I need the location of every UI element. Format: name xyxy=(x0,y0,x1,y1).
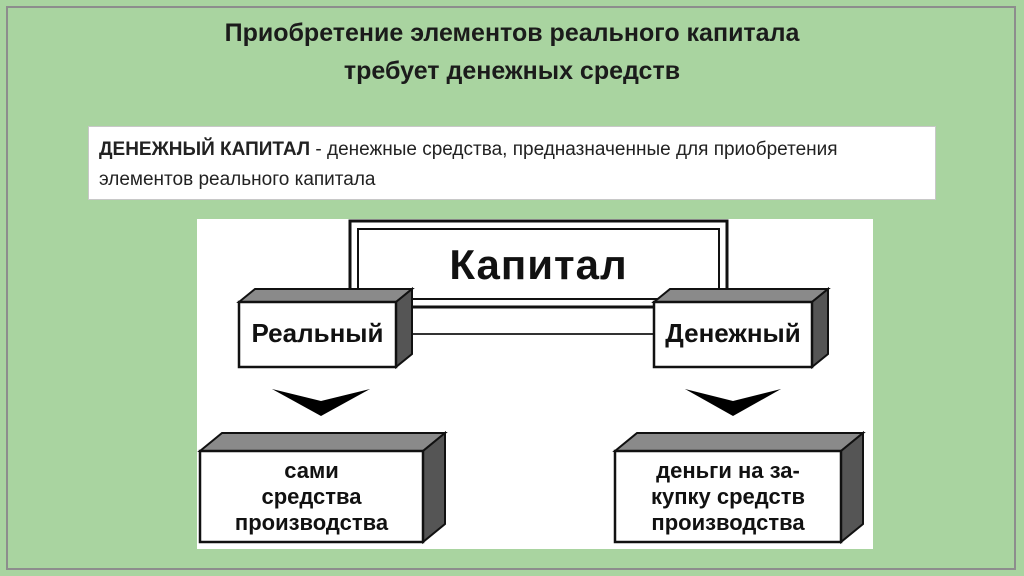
definition-term: ДЕНЕЖНЫЙ КАПИТАЛ xyxy=(99,139,311,160)
money-label: Денежный xyxy=(665,318,801,348)
means-line-2: средства xyxy=(261,484,362,509)
title-line-2: требует денежных средств xyxy=(343,57,681,85)
money-for-purchase-box xyxy=(612,430,866,545)
diagram-shapes xyxy=(197,219,866,545)
means-line-3: производства xyxy=(234,510,389,535)
purchase-line-1: деньги на за- xyxy=(656,458,800,483)
capital-diagram: Капитал Реальный Денежный сами средства … xyxy=(197,219,873,549)
means-of-production-box xyxy=(197,430,448,545)
means-line-1: сами xyxy=(284,458,339,483)
slide-frame xyxy=(6,6,1016,570)
right-arrow-icon xyxy=(685,389,781,416)
purchase-line-3: производства xyxy=(651,510,805,535)
left-arrow-icon xyxy=(272,389,370,416)
real-capital-box xyxy=(236,286,415,370)
purchase-line-2: купку средств xyxy=(650,484,805,509)
title-line-1: Приобретение элементов реального капитал… xyxy=(224,19,800,47)
means-of-production-label: сами средства производства xyxy=(200,458,423,536)
root-box-inner xyxy=(357,228,720,300)
money-for-purchase-label: деньги на за- купку средств производства xyxy=(615,458,841,536)
definition-box: ДЕНЕЖНЫЙ КАПИТАЛ - денежные средства, пр… xyxy=(88,126,936,200)
real-label: Реальный xyxy=(251,318,384,348)
root-label: Капитал xyxy=(449,241,628,288)
slide-title: Приобретение элементов реального капитал… xyxy=(100,14,924,90)
money-capital-box xyxy=(651,286,831,370)
definition-text: - денежные средства, предназначенные для… xyxy=(99,139,838,190)
